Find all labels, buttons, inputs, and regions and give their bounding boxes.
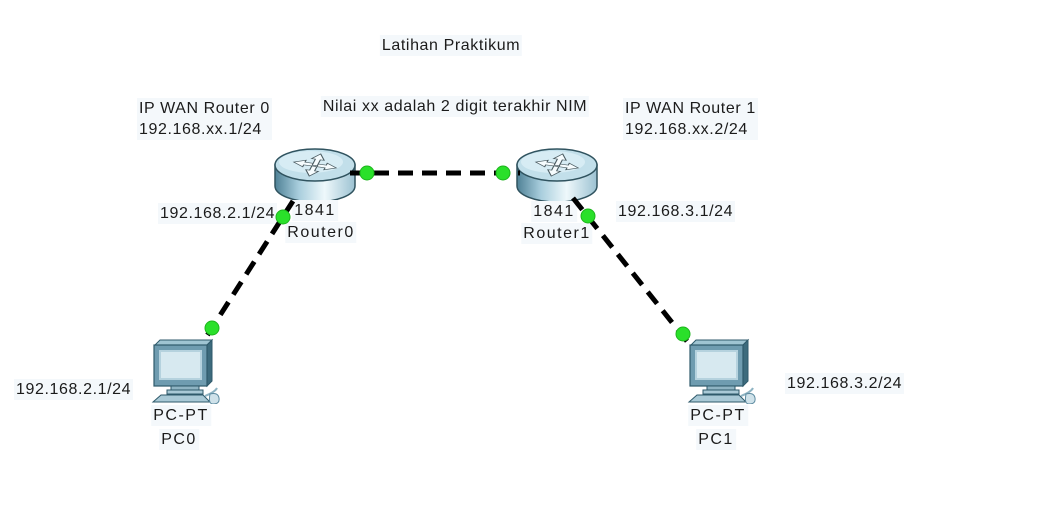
pc0-model-label: PC-PT bbox=[151, 405, 211, 426]
pc1-ip-label: 192.168.3.2/24 bbox=[785, 373, 905, 394]
wan0-title: IP WAN Router 0 bbox=[137, 98, 272, 119]
wan0-ip: 192.168.xx.1/24 bbox=[137, 119, 272, 140]
link-router0-pc0[interactable] bbox=[200, 199, 296, 344]
router0-model-label: 1841 bbox=[292, 200, 338, 221]
router0-lan-ip-label: 192.168.2.1/24 bbox=[158, 203, 278, 224]
wan1-title: IP WAN Router 1 bbox=[623, 98, 758, 119]
wan1-ip: 192.168.xx.2/24 bbox=[623, 119, 758, 140]
router-icon[interactable] bbox=[273, 146, 357, 204]
wan1-annotation: IP WAN Router 1 192.168.xx.2/24 bbox=[623, 98, 758, 140]
router0-name-label: Router0 bbox=[285, 222, 357, 243]
router-icon[interactable] bbox=[515, 146, 599, 204]
pc0-ip-label: 192.168.2.1/24 bbox=[14, 379, 134, 400]
pc1-model-label: PC-PT bbox=[688, 405, 748, 426]
router1-lan-ip-label: 192.168.3.1/24 bbox=[616, 201, 736, 222]
wan0-annotation: IP WAN Router 0 192.168.xx.1/24 bbox=[137, 98, 272, 140]
pc-icon[interactable] bbox=[147, 338, 223, 404]
router1-name-label: Router1 bbox=[521, 223, 593, 244]
pc1-name-label: PC1 bbox=[696, 429, 736, 450]
note-nim: Nilai xx adalah 2 digit terakhir NIM bbox=[320, 96, 590, 117]
title-note: Latihan Praktikum bbox=[379, 35, 523, 56]
pc-icon[interactable] bbox=[683, 338, 759, 404]
router1-model-label: 1841 bbox=[531, 201, 577, 222]
pc0-name-label: PC0 bbox=[159, 429, 199, 450]
